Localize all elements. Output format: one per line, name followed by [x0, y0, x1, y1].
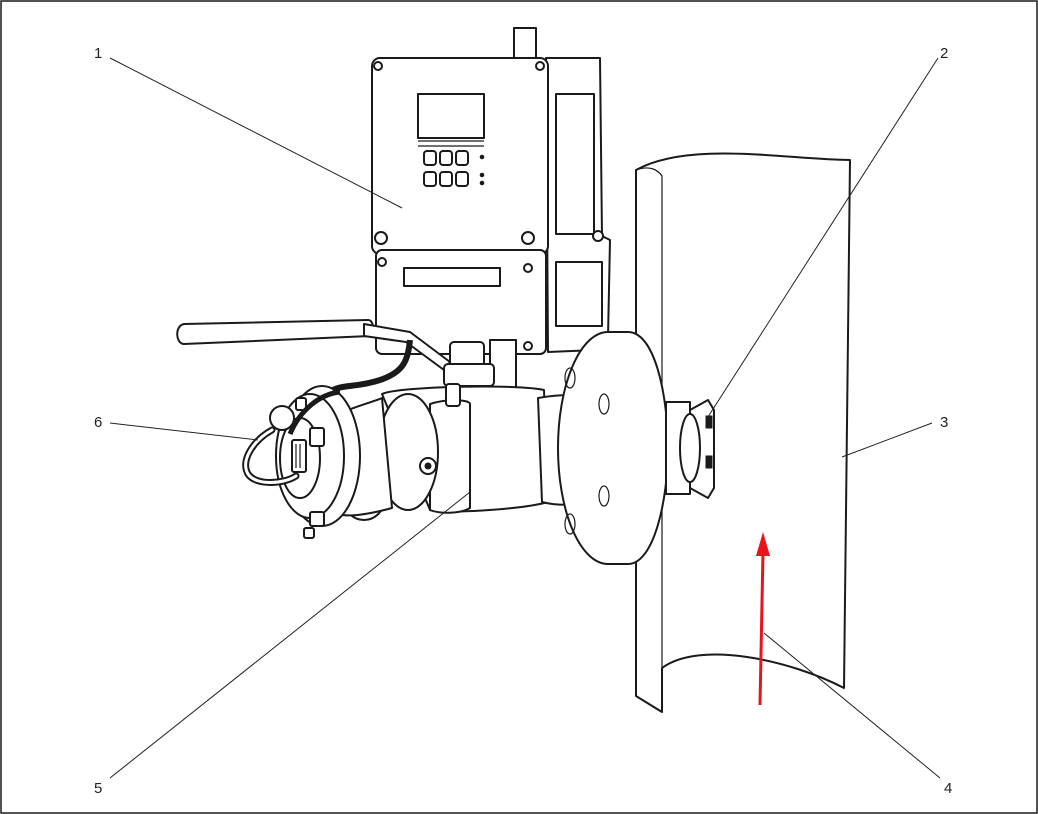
leader-line-5 — [109, 491, 471, 779]
sensor-tip — [665, 399, 715, 499]
leader-line-3 — [841, 422, 933, 458]
keypad — [423, 150, 485, 187]
leader-lines — [109, 57, 941, 779]
callout-3: 3 — [940, 414, 948, 431]
callout-5: 5 — [94, 780, 102, 797]
callout-2: 2 — [940, 45, 948, 62]
transmitter-housing — [371, 27, 611, 355]
sensor-retraction-assembly — [242, 385, 393, 539]
leader-line-2 — [705, 57, 939, 421]
callout-1: 1 — [94, 45, 102, 62]
callout-6: 6 — [94, 414, 102, 431]
flow-direction-arrow-icon — [756, 532, 770, 706]
leader-line-1 — [109, 57, 403, 209]
callout-4: 4 — [944, 780, 952, 797]
pipe — [635, 152, 851, 713]
leader-line-4 — [763, 632, 941, 779]
pipe-flange — [557, 331, 669, 565]
leader-line-6 — [109, 422, 259, 441]
